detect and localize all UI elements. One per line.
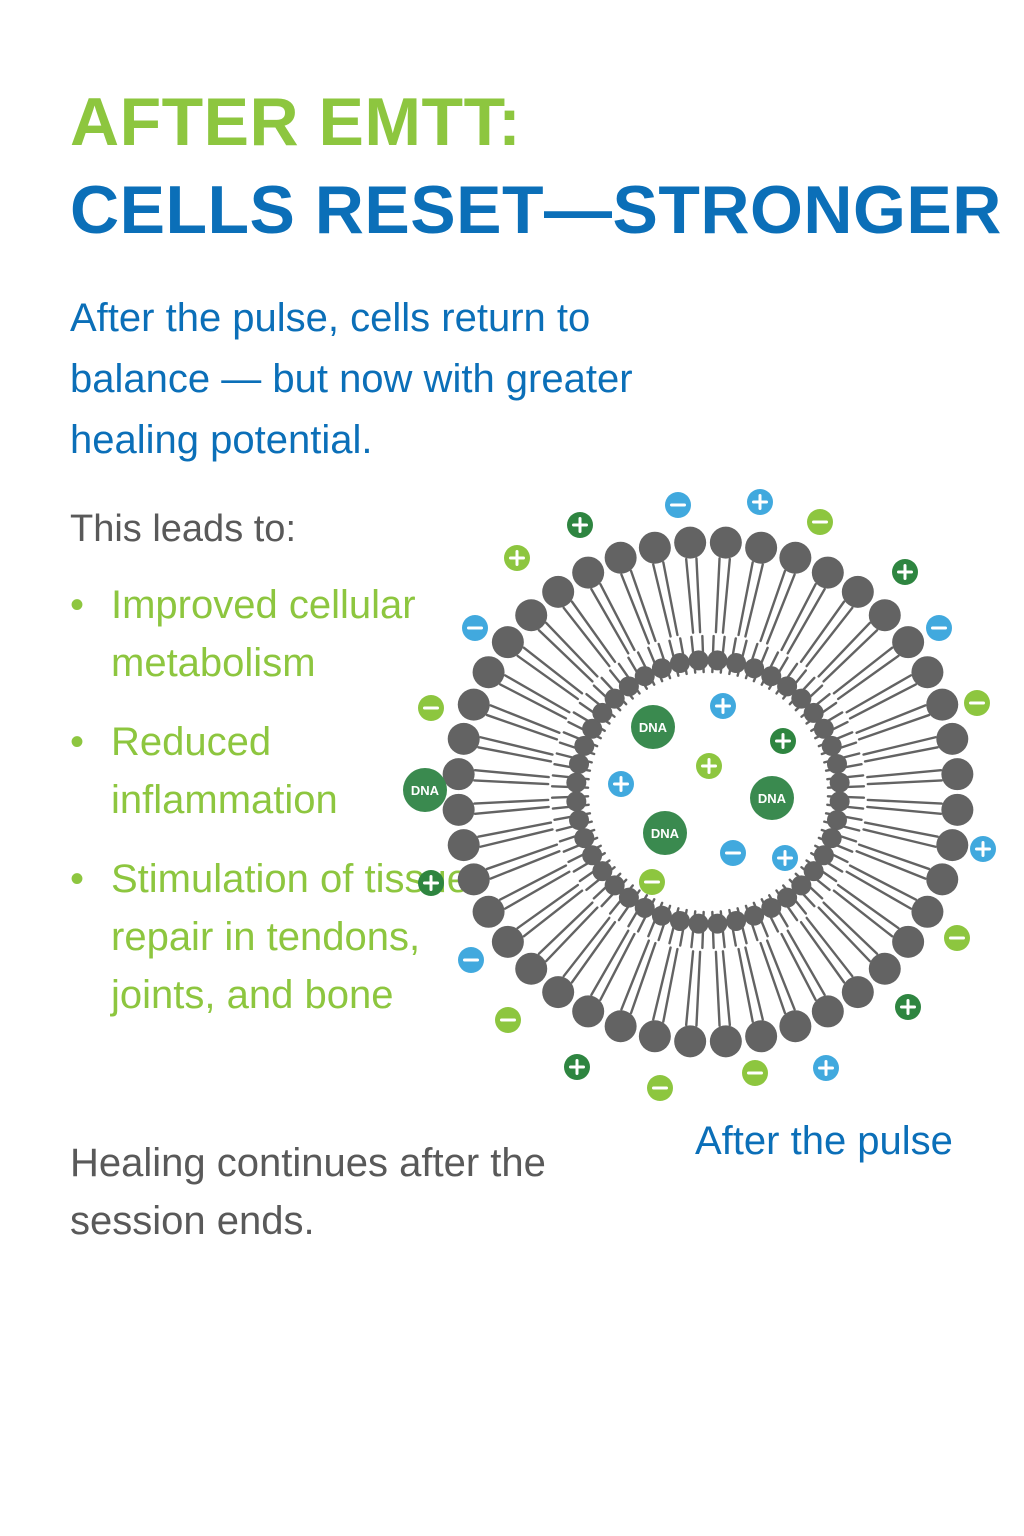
phospholipid-molecule-icon (491, 626, 616, 725)
phospholipid-molecule-icon (638, 531, 690, 677)
phospholipid-molecule-icon (744, 541, 812, 683)
bullet-icon: • (70, 857, 85, 901)
dna-molecule-icon: DNA (643, 811, 687, 855)
phospholipid-molecule-icon (726, 907, 778, 1053)
phospholipid-molecule-icon (744, 901, 812, 1043)
phospholipid-molecule-icon (442, 791, 590, 826)
benefit-item-inflammation: • Reduced inflammation (70, 713, 470, 829)
phospholipid-molecule-icon (826, 791, 974, 826)
bullet-icon: • (70, 583, 85, 627)
phospholipid-molecule-icon (788, 599, 901, 712)
phospholipid-molecule-icon (726, 531, 778, 677)
positive-ion-icon (772, 845, 798, 871)
positive-ion-icon (418, 870, 444, 896)
phospholipid-molecule-icon (674, 526, 709, 674)
dna-layer: DNA DNA DNA DNA (403, 705, 794, 855)
phospholipid-molecule-icon (817, 828, 959, 896)
phospholipid-molecule-icon (823, 810, 969, 862)
bullet-icon: • (70, 720, 85, 764)
dna-molecule-icon: DNA (403, 768, 447, 812)
positive-ion-icon (504, 545, 530, 571)
phospholipid-molecule-icon (788, 872, 901, 985)
dna-label: DNA (639, 720, 668, 735)
benefit-text: Stimulation of tissue repair in tendons,… (111, 857, 469, 1017)
phospholipid-molecule-icon (442, 758, 590, 793)
dna-molecule-icon: DNA (750, 776, 794, 820)
phospholipid-molecule-icon (457, 688, 599, 756)
dna-label: DNA (411, 783, 440, 798)
negative-ion-icon (964, 690, 990, 716)
positive-ion-icon (747, 489, 773, 515)
phospholipid-molecule-icon (604, 901, 672, 1043)
dna-label: DNA (758, 791, 787, 806)
phospholipid-molecule-icon (447, 810, 593, 862)
phospholipid-molecule-icon (515, 872, 628, 985)
phospholipid-molecule-icon (572, 894, 656, 1028)
negative-ion-icon (807, 509, 833, 535)
phospholipid-molecule-icon (491, 859, 616, 958)
phospholipid-molecule-icon (775, 884, 874, 1009)
phospholipid-molecule-icon (472, 656, 606, 740)
positive-ion-icon (895, 994, 921, 1020)
negative-ion-icon (742, 1060, 768, 1086)
phospholipid-molecule-icon (572, 556, 656, 690)
benefit-item-metabolism: • Improved cellular metabolism (70, 576, 470, 692)
negative-ion-icon (418, 695, 444, 721)
dna-molecule-icon: DNA (631, 705, 675, 749)
positive-ion-icon (710, 693, 736, 719)
benefit-text: Improved cellular metabolism (111, 583, 416, 685)
dna-label: DNA (651, 826, 680, 841)
benefit-text: Reduced inflammation (111, 720, 338, 822)
negative-ion-icon (458, 947, 484, 973)
ion-layer (418, 489, 996, 1101)
title-line-1: AFTER EMTT: (70, 84, 522, 160)
negative-ion-icon (647, 1075, 673, 1101)
phospholipid-molecule-icon (447, 722, 593, 774)
diagram-caption: After the pulse (695, 1119, 953, 1163)
phospholipid-molecule-icon (542, 884, 641, 1009)
benefit-item-tissue-repair: • Stimulation of tissue repair in tendon… (70, 850, 470, 1024)
phospholipid-molecule-icon (515, 599, 628, 712)
phospholipid-molecule-icon (457, 828, 599, 896)
phospholipid-molecule-icon (810, 844, 944, 928)
phospholipid-molecule-icon (760, 894, 844, 1028)
phospholipid-molecule-icon (823, 722, 969, 774)
phospholipid-molecule-icon (707, 526, 742, 674)
positive-ion-icon (567, 512, 593, 538)
title-line-2: CELLS RESET—STRONGER (70, 172, 1002, 248)
negative-ion-icon (944, 925, 970, 951)
phospholipid-molecule-icon (674, 910, 709, 1058)
phospholipid-molecule-icon (810, 656, 944, 740)
phospholipid-molecule-icon (775, 575, 874, 700)
positive-ion-icon (608, 771, 634, 797)
phospholipid-molecule-icon (707, 910, 742, 1058)
positive-ion-icon (813, 1055, 839, 1081)
positive-ion-icon (970, 836, 996, 862)
negative-ion-icon (495, 1007, 521, 1033)
phospholipid-molecule-icon (800, 626, 925, 725)
intro-text: After the pulse, cells return to balance… (70, 296, 633, 462)
benefit-list: • Improved cellular metabolism • Reduced… (70, 576, 470, 1045)
negative-ion-icon (720, 840, 746, 866)
phospholipid-molecule-icon (542, 575, 641, 700)
positive-ion-icon (696, 753, 722, 779)
positive-ion-icon (770, 728, 796, 754)
negative-ion-icon (639, 869, 665, 895)
lipid-bilayer (442, 526, 974, 1058)
phospholipid-molecule-icon (472, 844, 606, 928)
negative-ion-icon (462, 615, 488, 641)
negative-ion-icon (665, 492, 691, 518)
positive-ion-icon (892, 559, 918, 585)
closing-text: Healing continues after the session ends… (70, 1141, 546, 1243)
phospholipid-molecule-icon (638, 907, 690, 1053)
phospholipid-molecule-icon (817, 688, 959, 756)
leads-to-label: This leads to: (70, 508, 296, 550)
phospholipid-molecule-icon (604, 541, 672, 683)
phospholipid-molecule-icon (826, 758, 974, 793)
phospholipid-molecule-icon (760, 556, 844, 690)
positive-ion-icon (564, 1054, 590, 1080)
negative-ion-icon (926, 615, 952, 641)
phospholipid-molecule-icon (800, 859, 925, 958)
